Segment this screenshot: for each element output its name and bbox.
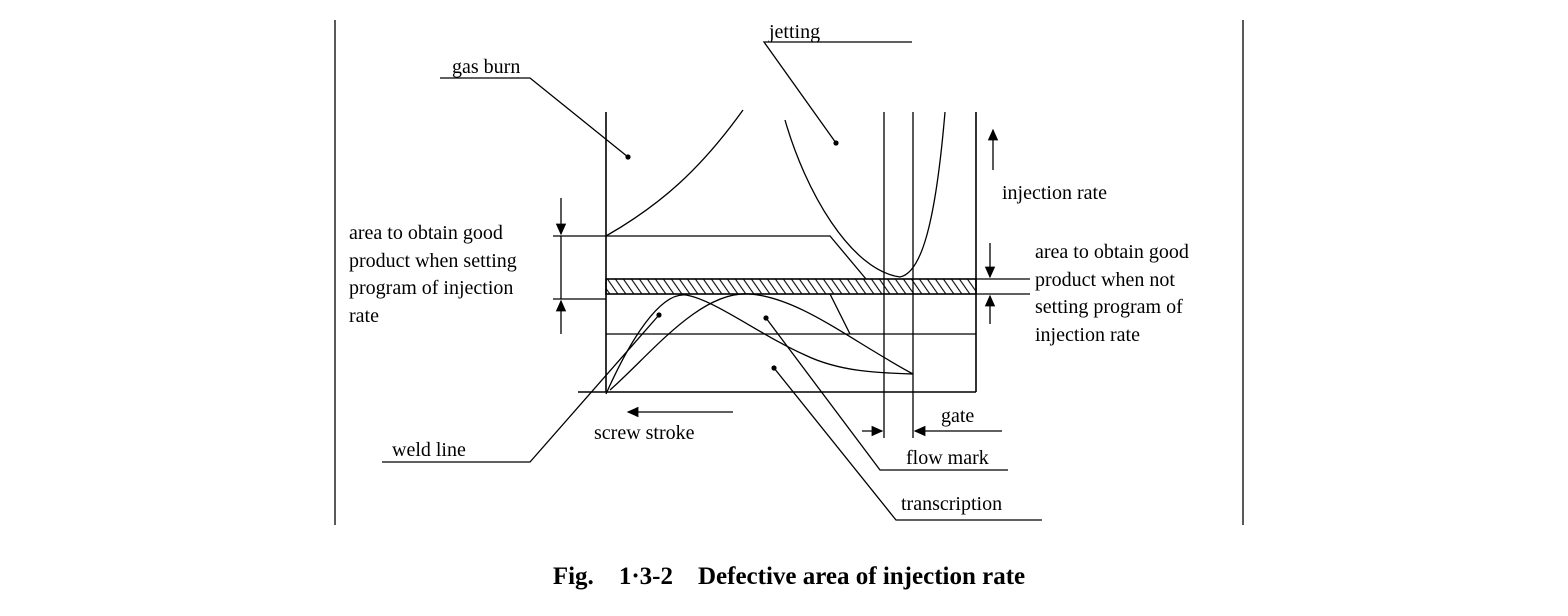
gas-burn-curve <box>605 109 744 237</box>
caption-title: Defective area of injection rate <box>697 563 1026 590</box>
program-area-lower-boundary <box>829 293 851 335</box>
gas-burn-dot <box>625 154 631 160</box>
jetting-dot <box>833 140 839 146</box>
jetting-curve <box>784 111 946 278</box>
area-no-program-line-1: area to obtain good <box>1035 241 1189 263</box>
good-area-band <box>605 278 977 295</box>
transcription-dot <box>771 365 777 371</box>
gas-burn-label: gas burn <box>452 56 520 78</box>
defect-area-diagram: jetting gas burn injection rate area to … <box>334 20 1244 525</box>
caption-number: 1·3-2 <box>618 563 673 590</box>
area-program-line-4: rate <box>349 305 379 327</box>
flow-mark-leader <box>765 317 1008 471</box>
area-program-line-1: area to obtain good <box>349 222 503 244</box>
injection-rate-label: injection rate <box>1002 182 1107 204</box>
weld-line-leader <box>382 314 660 463</box>
caption-fig: Fig. <box>552 563 594 590</box>
gas-burn-leader <box>440 77 629 158</box>
jetting-leader <box>762 41 912 144</box>
jetting-label: jetting <box>768 21 820 43</box>
screw-stroke-label: screw stroke <box>594 422 695 444</box>
weld-line-dot <box>656 312 662 318</box>
flow-mark-dot <box>763 315 769 321</box>
area-program-line-2: product when setting <box>349 250 517 272</box>
weld-line-curve <box>605 294 914 395</box>
area-no-program-line-4: injection rate <box>1035 324 1140 346</box>
area-no-program-line-3: setting program of <box>1035 296 1183 318</box>
flow-mark-label: flow mark <box>906 447 989 469</box>
figure-caption: Fig. 1·3-2 Defective area of injection r… <box>0 563 1568 591</box>
weld-line-label: weld line <box>392 439 466 461</box>
area-program-line-3: program of injection <box>349 277 513 299</box>
gate-label: gate <box>941 405 974 427</box>
transcription-label: transcription <box>901 493 1002 515</box>
transcription-leader <box>773 367 1042 521</box>
area-no-program-line-2: product when not <box>1035 269 1175 291</box>
transcription-curve <box>609 293 914 391</box>
program-area-upper-boundary <box>606 235 867 280</box>
